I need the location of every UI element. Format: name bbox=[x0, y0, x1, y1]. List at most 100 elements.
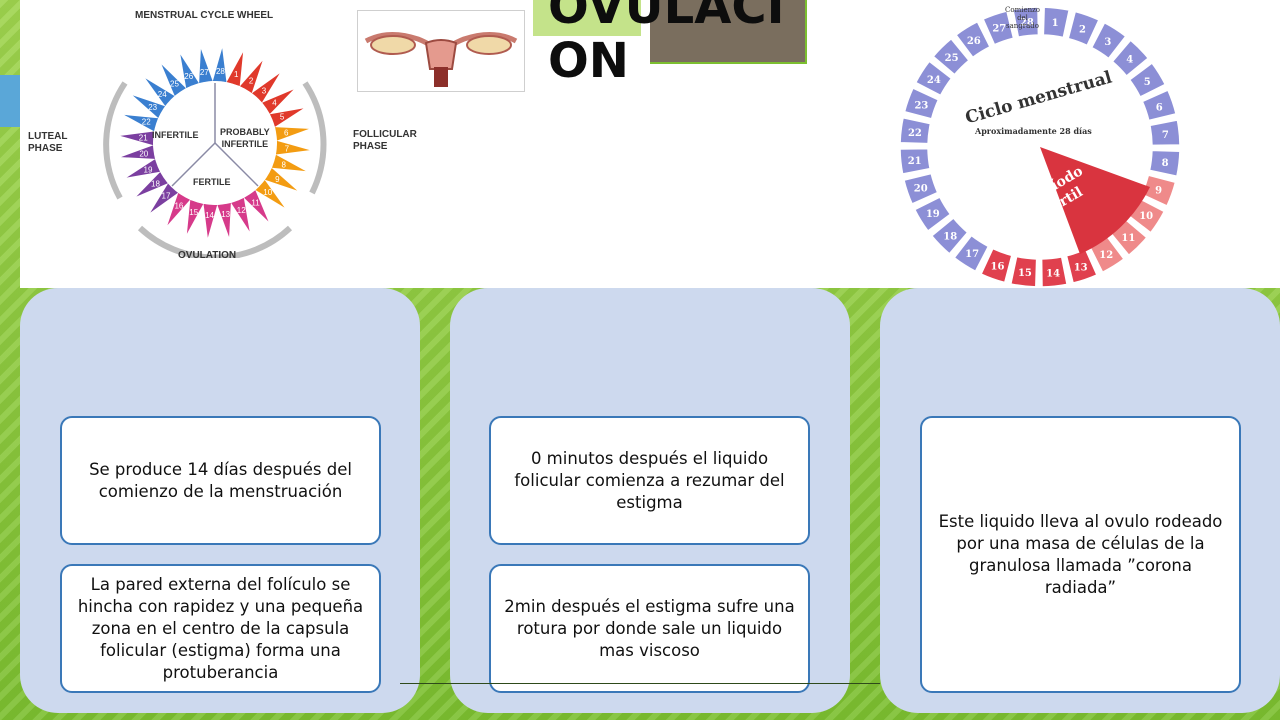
title-accent-green bbox=[533, 0, 641, 36]
menstrual-cycle-wheel: 1234567891011121314151617181920212223242… bbox=[103, 48, 327, 258]
ring-segment bbox=[1012, 6, 1040, 38]
info-box: Se produce 14 días después del comienzo … bbox=[60, 416, 381, 545]
uterus-image bbox=[357, 10, 525, 92]
info-card-2: 0 minutos después el liquido folicular c… bbox=[450, 288, 850, 713]
wheel-day-number: 6 bbox=[284, 128, 289, 137]
wheel-day-number: 11 bbox=[251, 199, 260, 208]
wheel-label-fertile: FERTILE bbox=[193, 177, 231, 187]
wheel-day-number: 21 bbox=[139, 134, 148, 143]
wheel-petal bbox=[244, 190, 269, 222]
ring-segment bbox=[899, 147, 931, 175]
ring-segment bbox=[930, 217, 969, 255]
wheel-petal bbox=[255, 179, 285, 208]
ring-segment bbox=[1141, 89, 1177, 122]
wheel-petal bbox=[121, 145, 156, 159]
wheel-petal bbox=[251, 73, 280, 103]
wheel-day-number: 14 bbox=[205, 211, 214, 220]
wheel-petal bbox=[275, 140, 310, 155]
info-card-3: Este liquido lleva al ovulo rodeado por … bbox=[880, 288, 1280, 713]
ring-day-number: 28 bbox=[1020, 18, 1034, 29]
ring-day-number: 11 bbox=[1121, 233, 1135, 244]
ring-segment bbox=[1009, 255, 1038, 287]
ring-day-number: 6 bbox=[1156, 102, 1163, 113]
ring-segment bbox=[953, 234, 990, 273]
wheel-petal bbox=[186, 199, 204, 234]
wheel-day-number: 18 bbox=[151, 180, 160, 189]
luteal-phase-label: LUTEAL PHASE bbox=[28, 131, 68, 154]
wheel-petal bbox=[212, 48, 227, 83]
wheel-day-number: 10 bbox=[263, 188, 272, 197]
ring-day-number: 15 bbox=[1018, 268, 1032, 279]
comienzo-label: Comienzo del sangrado bbox=[1005, 6, 1040, 30]
ring-segment bbox=[980, 247, 1013, 284]
ring-day-number: 22 bbox=[908, 128, 922, 139]
follicular-phase-label: FOLLICULAR PHASE bbox=[353, 129, 417, 152]
wheel-day-number: 25 bbox=[170, 79, 179, 88]
ring-segment bbox=[1042, 6, 1071, 39]
wheel-petal bbox=[226, 52, 244, 87]
ring-day-number: 19 bbox=[926, 209, 940, 220]
ring-day-number: 14 bbox=[1046, 268, 1060, 279]
ring-segment bbox=[1067, 10, 1100, 47]
wheel-day-number: 15 bbox=[189, 208, 198, 217]
title-accent-gray bbox=[650, 0, 807, 64]
wheel-day-number: 9 bbox=[275, 175, 280, 184]
bottom-rule bbox=[400, 683, 880, 684]
wheel-day-number: 28 bbox=[216, 67, 225, 76]
ovulation-label: OVULATION bbox=[178, 250, 237, 261]
wheel-day-number: 7 bbox=[285, 144, 290, 153]
info-box: 0 minutos después el liquido folicular c… bbox=[489, 416, 810, 545]
ring-segment bbox=[903, 172, 939, 205]
wheel-day-number: 22 bbox=[142, 118, 151, 127]
wheel-day-number: 17 bbox=[162, 192, 171, 201]
wheel-day-number: 13 bbox=[221, 210, 230, 219]
ring-day-number: 3 bbox=[1104, 37, 1111, 48]
ring-day-number: 16 bbox=[990, 262, 1004, 273]
ring-segment bbox=[954, 20, 991, 59]
ring-day-number: 24 bbox=[927, 75, 941, 86]
wheel-title: MENSTRUAL CYCLE WHEEL bbox=[135, 10, 274, 21]
wheel-day-number: 19 bbox=[144, 165, 153, 174]
wheel-petal bbox=[239, 60, 263, 94]
slide-title: OVULACI ON bbox=[548, 0, 785, 89]
wheel-day-number: 20 bbox=[139, 150, 148, 159]
ring-day-number: 1 bbox=[1052, 18, 1059, 29]
wheel-petal bbox=[132, 95, 166, 119]
info-box: 2min después el estigma sufre una rotura… bbox=[489, 564, 810, 693]
ring-day-number: 7 bbox=[1162, 130, 1169, 141]
wheel-petal bbox=[264, 167, 298, 191]
ring-segment bbox=[1148, 149, 1181, 178]
ring-day-number: 20 bbox=[914, 184, 928, 195]
ring-day-number: 25 bbox=[945, 53, 959, 64]
ring-segment bbox=[914, 60, 953, 97]
ring-day-number: 17 bbox=[965, 249, 979, 260]
wheel-petal bbox=[145, 78, 175, 107]
wheel-day-number: 23 bbox=[148, 103, 157, 112]
ring-segment bbox=[903, 87, 940, 120]
wheel-petal bbox=[120, 131, 155, 146]
wheel-petal bbox=[136, 172, 168, 197]
ring-segment bbox=[913, 196, 952, 233]
ring-segment bbox=[932, 37, 970, 76]
ring-day-number: 12 bbox=[1099, 250, 1113, 261]
ring-segment bbox=[1040, 256, 1068, 287]
wheel-day-number: 16 bbox=[174, 201, 183, 210]
wheel-petal bbox=[180, 54, 199, 89]
ring-day-number: 8 bbox=[1162, 158, 1169, 169]
left-accent-bar bbox=[0, 75, 22, 127]
wheel-label-probably-infertile: PROBABLY INFERTILE bbox=[220, 127, 270, 149]
ring-day-number: 13 bbox=[1074, 262, 1088, 273]
ring-day-number: 27 bbox=[992, 24, 1006, 35]
ring-segment bbox=[1128, 61, 1167, 98]
info-card-1: Se produce 14 días después del comienzo … bbox=[20, 288, 420, 713]
wheel-petal bbox=[231, 197, 250, 232]
image-panel-right bbox=[810, 0, 1280, 288]
wheel-petal bbox=[199, 49, 213, 84]
ring-segment bbox=[899, 116, 932, 145]
wheel-petal bbox=[126, 159, 161, 178]
wheel-day-number: 26 bbox=[184, 72, 193, 81]
wheel-petal bbox=[271, 154, 306, 172]
ring-segment bbox=[1111, 39, 1150, 77]
wheel-day-number: 8 bbox=[282, 160, 287, 169]
wheel-day-number: 27 bbox=[200, 68, 209, 77]
